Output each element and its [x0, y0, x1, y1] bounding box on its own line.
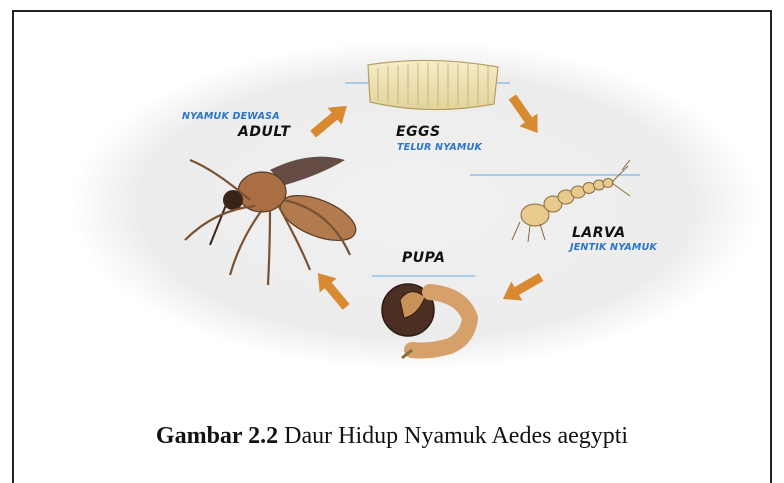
larva-label-indonesian: JENTIK NYAMUK: [570, 242, 657, 253]
eggs-illustration: [368, 60, 498, 109]
adult-label: ADULT: [238, 124, 290, 140]
adult-label-indonesian: NYAMUK DEWASA: [182, 111, 280, 122]
caption-text: Daur Hidup Nyamuk Aedes aegypti: [278, 423, 628, 449]
eggs-label: EGGS: [396, 124, 441, 140]
larva-label: LARVA: [572, 225, 626, 241]
caption-number: Gambar 2.2: [156, 423, 278, 449]
figure-caption: Gambar 2.2 Daur Hidup Nyamuk Aedes aegyp…: [0, 423, 784, 450]
eggs-label-indonesian: TELUR NYAMUK: [397, 142, 482, 153]
pupa-label: PUPA: [402, 250, 445, 266]
